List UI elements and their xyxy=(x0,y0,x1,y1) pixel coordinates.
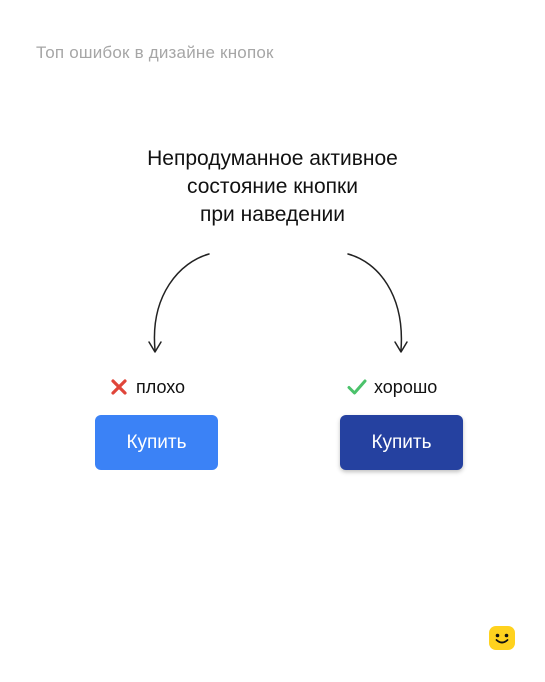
right-arrow-icon xyxy=(347,253,408,353)
title-line-1: Непродуманное активное xyxy=(147,147,398,170)
good-example-label: хорошо xyxy=(346,376,437,398)
check-icon xyxy=(347,379,367,395)
page-title: Непродуманное активное состояние кнопки … xyxy=(0,145,545,229)
buy-button-good-example[interactable]: Купить xyxy=(340,415,463,470)
title-line-2: состояние кнопки xyxy=(187,175,358,198)
cross-icon xyxy=(111,379,127,395)
left-arrow-icon xyxy=(148,253,210,353)
bad-example-label: плохо xyxy=(108,376,185,398)
title-line-3: при наведении xyxy=(199,203,346,226)
smiley-logo-icon xyxy=(489,626,515,650)
page-header: Топ ошибок в дизайне кнопок xyxy=(36,43,274,62)
buy-button-bad-example[interactable]: Купить xyxy=(95,415,218,470)
good-label-text: хорошо xyxy=(374,376,438,397)
bad-label-text: плохо xyxy=(136,376,186,397)
